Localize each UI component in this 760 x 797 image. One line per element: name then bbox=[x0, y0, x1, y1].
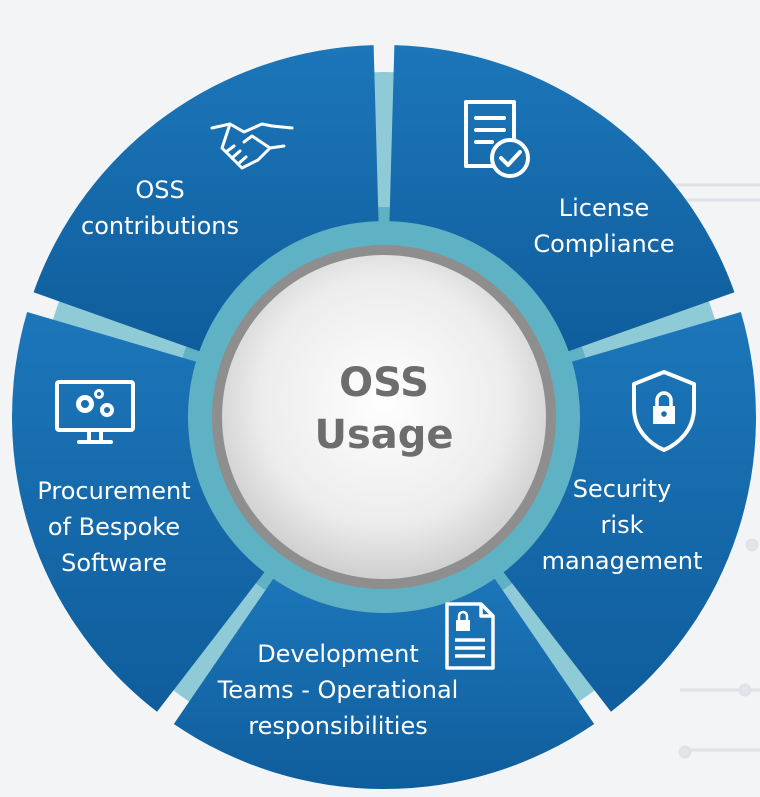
label-line: Teams - Operational bbox=[217, 676, 459, 704]
segment-label-security-risk-management: Security risk management bbox=[512, 471, 732, 579]
label-line: Development bbox=[257, 640, 419, 668]
shield-lock-icon bbox=[632, 370, 696, 452]
label-line: Procurement bbox=[37, 477, 191, 505]
label-line: responsibilities bbox=[248, 712, 428, 740]
segment-oss-contributions bbox=[33, 45, 379, 352]
label-line: management bbox=[541, 547, 703, 575]
center-title: OSS Usage bbox=[284, 357, 484, 461]
center-title-line2: Usage bbox=[314, 412, 454, 458]
label-line: of Bespoke bbox=[47, 513, 181, 541]
segment-procurement bbox=[11, 311, 265, 712]
label-line: Software bbox=[61, 549, 167, 577]
segment-label-procurement: Procurement of Bespoke Software bbox=[14, 473, 214, 581]
label-line: contributions bbox=[81, 212, 239, 240]
label-line: risk bbox=[600, 511, 644, 539]
handshake-icon bbox=[210, 122, 294, 170]
segment-label-oss-contributions: OSS contributions bbox=[60, 172, 260, 244]
segment-license-compliance bbox=[389, 45, 735, 352]
center-circle bbox=[222, 255, 546, 579]
segment-label-development-teams: Development Teams - Operational responsi… bbox=[198, 636, 478, 744]
center-title-line1: OSS bbox=[339, 360, 429, 406]
label-line: OSS bbox=[135, 176, 185, 204]
monitor-gears-icon bbox=[55, 380, 135, 444]
label-line: Security bbox=[572, 475, 672, 503]
label-line: Compliance bbox=[533, 230, 675, 258]
segment-label-license-compliance: License Compliance bbox=[504, 190, 704, 262]
document-check-icon bbox=[464, 100, 530, 178]
segment-development-teams bbox=[173, 578, 595, 789]
label-line: License bbox=[558, 194, 650, 222]
locked-document-icon bbox=[445, 602, 495, 670]
